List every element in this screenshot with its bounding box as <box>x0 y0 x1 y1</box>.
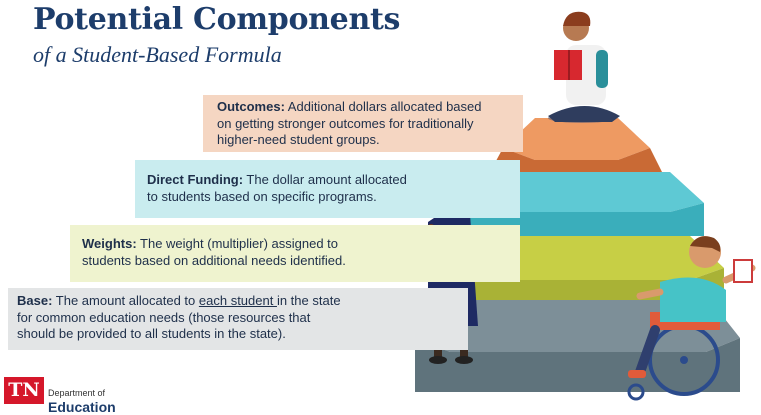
weights-text-1: The weight (multiplier) assigned to <box>136 236 339 251</box>
direct-label: Direct Funding: <box>147 172 244 187</box>
tn-logo: TN <box>4 377 44 404</box>
outcomes-text-1: Additional dollars allocated based <box>284 99 482 114</box>
outcomes-text-3: higher-need student groups. <box>217 132 380 147</box>
outcomes-label: Outcomes: <box>217 99 285 114</box>
wheelchair-student-figure <box>627 236 756 401</box>
base-text-2: for common education needs (those resour… <box>17 309 311 325</box>
pyramid-tier-base-front <box>415 338 740 392</box>
weights-label: Weights: <box>82 236 137 251</box>
outcomes-panel: Outcomes: Additional dollars allocated b… <box>203 95 523 152</box>
direct-text-1: The dollar amount allocated <box>243 172 407 187</box>
page-title: Potential Components <box>33 2 401 37</box>
direct-funding-panel: Direct Funding: The dollar amount alloca… <box>135 160 520 218</box>
outcomes-text-2: on getting stronger outcomes for traditi… <box>217 115 474 131</box>
pyramid-tier-outcomes <box>503 118 650 160</box>
weights-panel: Weights: The weight (multiplier) assigne… <box>70 225 520 282</box>
base-text-1b: in the state <box>276 293 341 308</box>
direct-text-2: to students based on specific programs. <box>147 188 377 204</box>
base-label: Base: <box>17 293 53 308</box>
base-text-1a: The amount allocated to <box>52 293 199 308</box>
base-panel: Base: The amount allocated to each stude… <box>8 288 468 350</box>
logo-department: Department of <box>48 388 106 398</box>
base-text-underlined: each student <box>198 293 277 308</box>
reading-student-figure <box>548 11 620 123</box>
logo-education: Education <box>48 399 116 415</box>
base-text-3: should be provided to all students in th… <box>17 326 286 341</box>
page-subtitle: of a Student-Based Formula <box>33 42 282 67</box>
weights-text-2: students based on additional needs ident… <box>82 252 346 268</box>
